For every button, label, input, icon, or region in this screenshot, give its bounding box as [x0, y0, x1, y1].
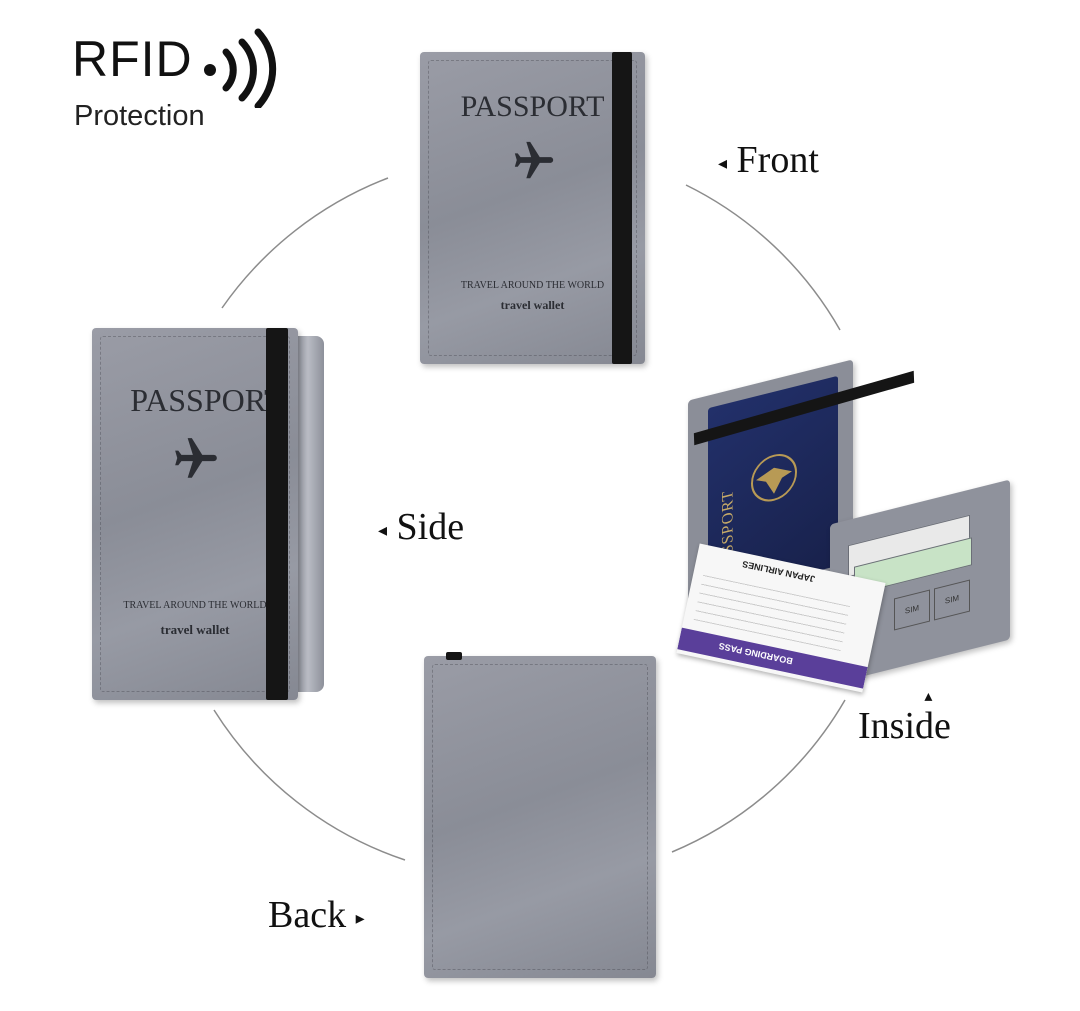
label-inside-text: Inside: [858, 705, 951, 747]
wireless-signal-icon: [204, 28, 277, 108]
sim-label: SIM: [944, 593, 960, 606]
label-inside: ▴ Inside: [858, 688, 951, 748]
cover-stitching: [428, 60, 637, 356]
rfid-badge: RFID Protection: [72, 28, 312, 138]
airplane-icon: [514, 141, 554, 179]
sim-label: SIM: [904, 603, 920, 616]
ticket-band-text: BOARDING PASS: [717, 640, 794, 667]
cover-stitching: [432, 664, 648, 970]
cover-stitching: [100, 336, 290, 692]
cover-sub: travel wallet: [160, 622, 230, 637]
inside-view: PASSPORT SIM SIM JAPAN AIRLINES BOARDING…: [676, 330, 1025, 700]
front-cover: PASSPORT TRAVEL AROUND THE WORLD travel …: [420, 52, 645, 364]
eagle-seal-icon: [751, 454, 797, 502]
rfid-title: RFID: [72, 31, 193, 87]
cover-title: PASSPORT: [460, 90, 605, 123]
label-side: ◂ Side: [378, 505, 464, 549]
label-side-text: Side: [396, 506, 465, 548]
side-view: PASSPORT TRAVEL AROUND THE WORLD travel …: [92, 328, 328, 700]
cover-tagline: TRAVEL AROUND THE WORLD: [460, 280, 605, 291]
label-front: ◂ Front: [718, 138, 819, 182]
cover-title: PASSPORT: [130, 382, 284, 418]
cover-tagline: TRAVEL AROUND THE WORLD: [123, 600, 267, 611]
elastic-band: [612, 52, 632, 364]
label-back-text: Back: [268, 894, 347, 936]
label-back: Back ▸: [268, 893, 365, 937]
back-cover: [424, 652, 656, 978]
arrow-left-icon: ◂: [378, 519, 388, 540]
rfid-subtitle: Protection: [74, 100, 205, 132]
cover-sub: travel wallet: [500, 298, 565, 312]
arrow-left-icon: ◂: [718, 152, 728, 173]
elastic-band: [266, 328, 288, 700]
airplane-icon: [175, 438, 217, 478]
arrow-right-icon: ▸: [355, 907, 365, 928]
arrow-up-icon: ▴: [924, 688, 933, 705]
side-cover: PASSPORT TRAVEL AROUND THE WORLD travel …: [92, 328, 298, 700]
passport-booklet: PASSPORT: [708, 375, 838, 599]
label-front-text: Front: [736, 139, 819, 181]
back-band-tab: [446, 652, 462, 660]
